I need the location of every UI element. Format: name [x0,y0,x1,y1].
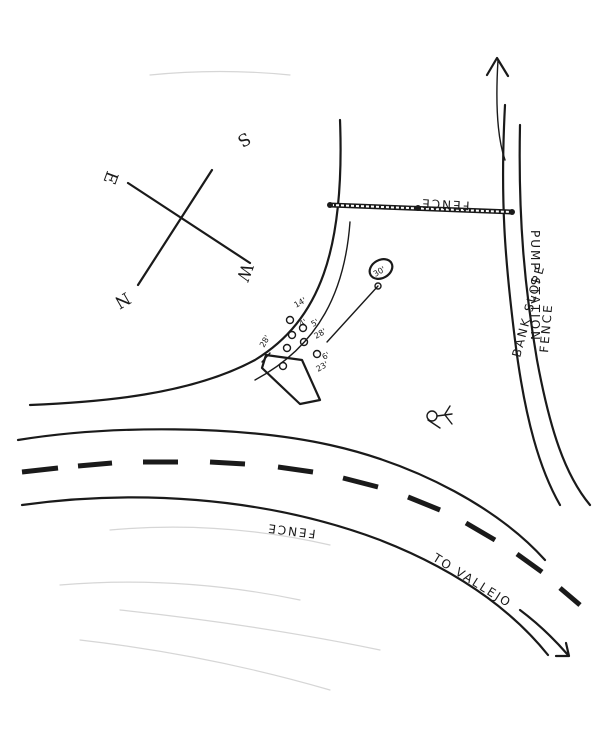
label-pump-station: PUMP STATION [528,230,542,342]
measurement-m7: 28' [258,334,272,349]
measurement-m1: 14' [293,296,308,310]
car-icon [260,352,322,406]
top-fence [327,202,515,215]
distance-line-endpoint [374,282,382,290]
compass-label-east: E [99,168,122,187]
right-bank-inner-edge [501,103,562,507]
victim-figure-icon [426,405,453,429]
compass-east-west-line [126,181,252,265]
label-fence-bottom: FENCE [266,521,317,541]
right-bank-arrow-line [496,59,506,161]
evidence-markers [278,315,322,371]
distance-line [326,285,379,343]
compass-north-south-line [136,168,214,287]
measurement-m6: 23' [315,360,330,374]
main-road-lower-edge [20,496,550,657]
to-vallejo-arrowhead-icon [554,641,571,658]
faint-paper-marks [59,70,381,691]
compass-label-south: S [234,127,254,150]
road-shoulder-line [254,221,351,381]
measurement-m5: 6' [321,350,332,361]
compass-rose: S E W N [99,127,257,312]
measurement-m3: 5' [310,317,321,328]
label-fence-top: FENCE [420,196,470,213]
compass-label-north: N [111,287,134,312]
distance-bubble: 30' [368,258,394,280]
label-fence-right: FENCE [537,303,555,353]
measurement-m2: 4' [298,317,309,328]
upper-road-edge [28,118,342,407]
right-bank-outer-edge [518,123,592,507]
road-center-dashes [21,459,582,607]
main-road-upper-edge [16,428,547,562]
to-vallejo-arrow-line [518,608,570,657]
compass-label-west: W [232,261,257,285]
pump-station-arrow-icon [485,56,510,78]
label-to-vallejo: TO VALLEJO [430,550,515,610]
